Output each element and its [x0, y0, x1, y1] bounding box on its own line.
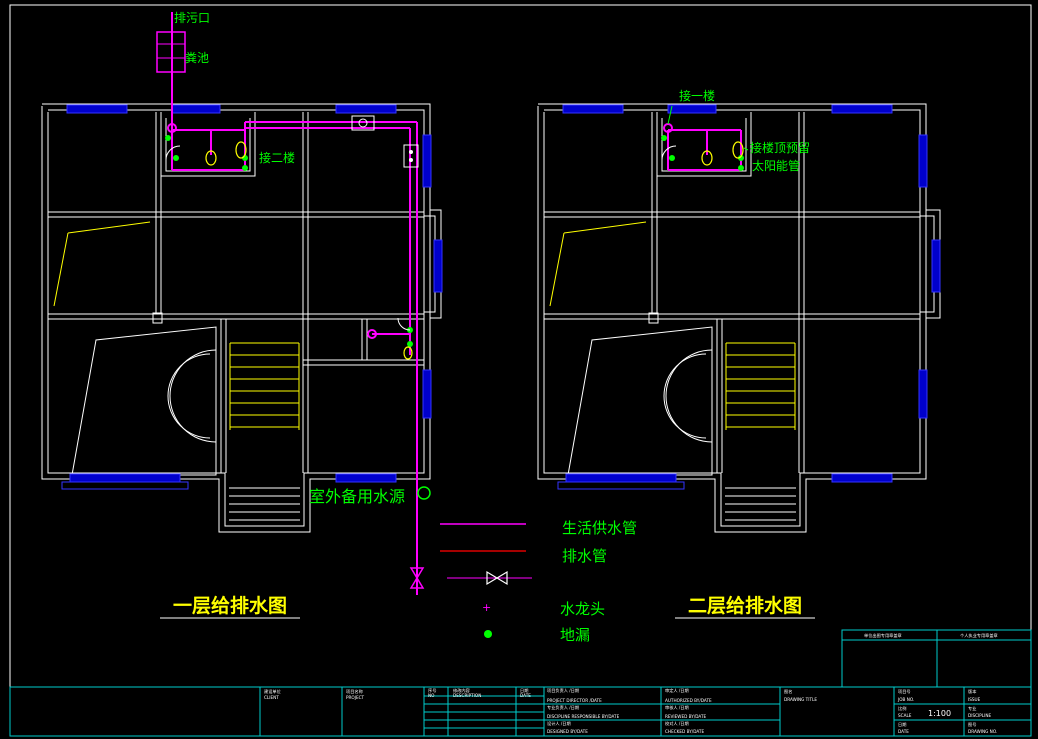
tb-scale-value: 1:100: [928, 709, 951, 718]
tb-approver-cn: 审定人 /日期: [665, 687, 689, 694]
legend-supply-label: 生活供水管: [562, 519, 637, 537]
floor2-fixtures: [661, 105, 749, 171]
solar-label-line1: 接楼顶预留: [750, 140, 810, 155]
tb-client-cn: 建设单位: [264, 688, 281, 695]
tb-no-en: NO: [428, 693, 435, 698]
tb-seal-personal: 个人执业专用章盖章: [960, 632, 998, 639]
tb-desc-en: DESCRIPTION: [453, 693, 481, 698]
tb-scale-en: SCALE: [898, 713, 912, 718]
tb-issue-en: ISSUE: [968, 697, 981, 702]
legend-faucet-label: 水龙头: [560, 600, 605, 618]
outdoor-backup-label: 室外备用水源: [309, 487, 405, 506]
tb-no-cn: 序号: [428, 687, 436, 694]
tb-drawing-title-en: DRAWING TITLE: [784, 697, 817, 702]
connect-floor2-label: 接二楼: [259, 150, 295, 165]
title-block-text: 建设单位 CLIENT 项目名称 PROJECT 序号 NO 修改内容 DESC…: [264, 632, 998, 734]
tb-checker-cn: 校对人 /日期: [665, 720, 689, 727]
legend-drain-label: 排水管: [562, 547, 607, 565]
tb-drawing-no-en: DRAWING NO.: [968, 729, 997, 734]
tb-date2-cn: 日期: [898, 722, 906, 728]
tb-seal-unit: 单位出图专用章盖章: [864, 632, 902, 639]
tb-project-cn: 项目名称: [346, 688, 363, 695]
plan-labels: 排污口 粪池 接二楼 室外备用水源 接一楼 接楼顶预留 太阳能管: [174, 11, 810, 506]
tb-issue-cn: 版本: [968, 688, 977, 695]
tb-scale-cn: 比例: [898, 705, 906, 712]
floor1-plan: [41, 103, 442, 533]
floor2-windows: [557, 104, 941, 490]
tb-client-en: CLIENT: [264, 695, 279, 700]
sewage-outlet-label: 排污口: [174, 11, 210, 25]
solar-label-line2: 太阳能管: [752, 158, 800, 173]
tb-discipline-cn: 专业负责人 /日期: [547, 704, 579, 711]
tb-date-cn: 日期: [520, 688, 528, 694]
tb-date-en: DATE: [520, 693, 531, 698]
tb-designer-en: DESIGNED BY/DATE: [547, 729, 588, 734]
tb-discipline-en: DISCIPLINE RESPONSIBLE BY/DATE: [547, 714, 620, 719]
tb-approver-en: AUTHORIZED BY/DATE: [665, 698, 712, 703]
legend-floor-drain-icon: [484, 630, 492, 638]
tb-project-director-cn: 项目负责人 /日期: [547, 687, 579, 694]
floor1-fixtures: [165, 115, 425, 589]
legend-valve-icon: [486, 570, 499, 586]
legend-faucet-icon: +: [482, 601, 491, 614]
tb-date2-en: DATE: [898, 729, 909, 734]
floor1-supply-pipes: [156, 12, 418, 595]
tb-project-en: PROJECT: [346, 695, 365, 700]
floor2-title: 二层给排水图: [688, 594, 802, 617]
tb-job-no-en: JOB NO.: [897, 697, 914, 702]
tb-job-no-cn: 项目号: [898, 689, 911, 695]
tb-discipline2-en: DISCIPLINE: [968, 713, 992, 718]
legend: 生活供水管 排水管 + 水龙头 地漏: [440, 519, 637, 644]
title-block: [9, 629, 1032, 737]
tb-drawing-title-cn: 图名: [784, 688, 792, 695]
legend-floor-drain-label: 地漏: [560, 626, 590, 644]
tb-project-director-en: PROJECT DIRECTOR /DATE: [547, 698, 602, 703]
floor2-supply-pipes: [667, 129, 742, 171]
tb-desc-cn: 修改内容: [453, 687, 470, 694]
backup-source-marker-icon: [417, 486, 431, 500]
tb-reviewer-en: REVIEWED BY/DATE: [665, 714, 707, 719]
tb-designer-cn: 设计人 /日期: [547, 720, 571, 727]
septic-tank-label: 粪池: [185, 51, 209, 65]
floor1-windows: [61, 104, 443, 490]
tb-reviewer-cn: 审核人 /日期: [665, 704, 689, 711]
tb-discipline2-cn: 专业: [968, 705, 976, 712]
tb-drawing-no-cn: 图号: [968, 722, 976, 728]
floor1-title: 一层给排水图: [173, 594, 287, 617]
connect-floor1-label: 接一楼: [679, 88, 715, 103]
tb-checker-en: CHECKED BY/DATE: [665, 729, 704, 734]
